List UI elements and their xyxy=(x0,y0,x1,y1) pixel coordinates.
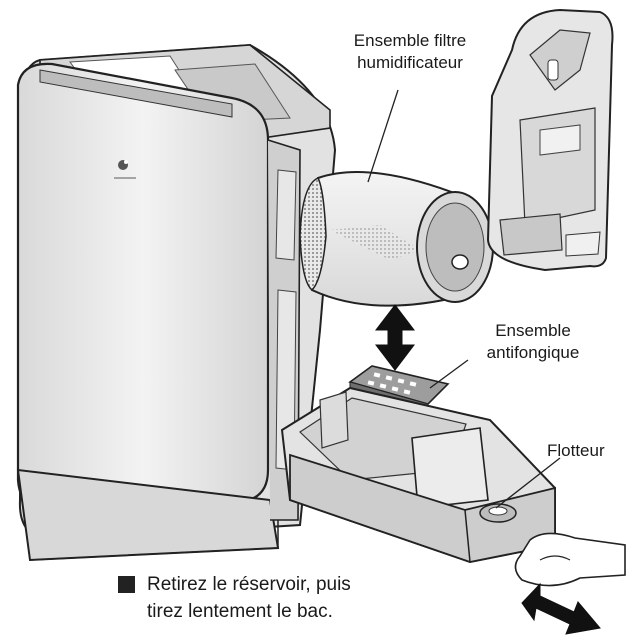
leader-line-float xyxy=(495,457,561,509)
leader-line-filter xyxy=(367,89,399,183)
assembly-arrow-upper xyxy=(374,304,416,371)
instruction-text: Retirez le réservoir, puis tirez lenteme… xyxy=(147,571,351,625)
air-purifier-unit xyxy=(16,43,337,562)
instruction-line2: tirez lentement le bac. xyxy=(147,601,333,622)
antifungal-assembly-label: Ensemble antifongique xyxy=(458,320,608,364)
filter-assembly-label: Ensemble filtre humidificateur xyxy=(318,30,502,74)
bullet-square-icon xyxy=(118,576,135,593)
pull-direction-arrow xyxy=(521,582,601,635)
filter-label-line2: humidificateur xyxy=(357,53,463,72)
filter-label-line1: Ensemble filtre xyxy=(353,31,467,50)
antifungal-label-line1: Ensemble xyxy=(495,321,571,340)
side-cover-panel xyxy=(486,8,614,272)
antifungal-label-line2: antifongique xyxy=(486,343,580,362)
instruction-note: Retirez le réservoir, puis tirez lenteme… xyxy=(118,571,351,625)
humidifier-filter-assembly xyxy=(299,171,494,307)
instruction-line1: Retirez le réservoir, puis xyxy=(147,574,351,595)
leader-line-antifungal xyxy=(429,359,469,389)
float-label: Flotteur xyxy=(547,441,605,460)
water-tray xyxy=(280,386,626,587)
